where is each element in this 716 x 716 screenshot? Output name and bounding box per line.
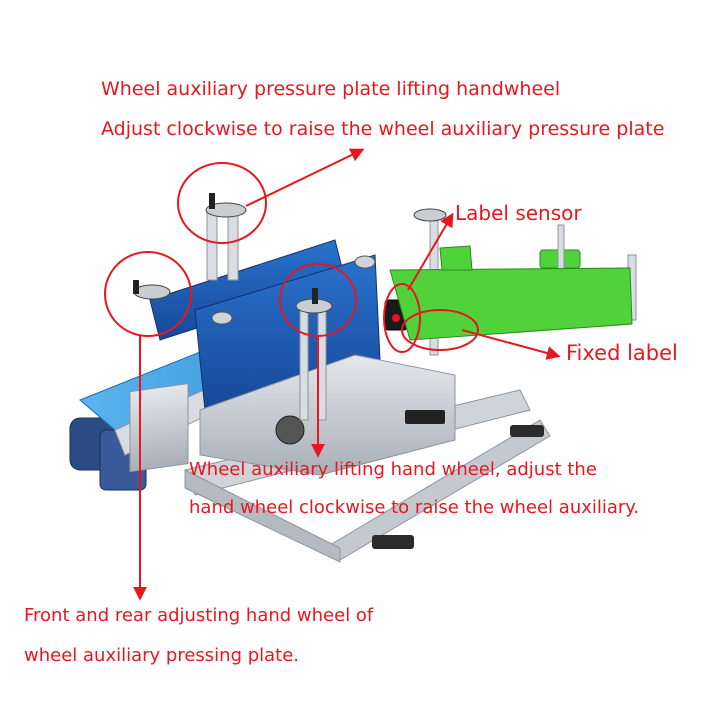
pressure-plate-desc: Adjust clockwise to raise the wheel auxi… — [101, 118, 665, 140]
handwheel-icon — [205, 193, 247, 218]
handwheel-icon — [133, 280, 171, 300]
cooling-fan — [275, 415, 305, 445]
callout-arrows — [133, 148, 561, 601]
main-cabinet — [199, 354, 456, 476]
cabinet-handle — [405, 410, 445, 424]
label-sensor-caption: Label sensor — [455, 201, 582, 225]
lifting-wheel-caption-2: hand wheel clockwise to raise the wheel … — [189, 497, 640, 518]
fixed-label-caption: Fixed label — [566, 341, 678, 365]
label-strip — [389, 245, 633, 341]
pressure-plate-title: Wheel auxiliary pressure plate lifting h… — [101, 78, 561, 100]
front-rear-caption-1: Front and rear adjusting hand wheel of — [24, 605, 374, 626]
lifting-wheel-caption-1: Wheel auxiliary lifting hand wheel, adju… — [189, 459, 597, 480]
rubber-foot — [372, 535, 414, 549]
rubber-foot — [510, 425, 544, 437]
handwheel-icon — [295, 288, 333, 314]
front-rear-caption-2: wheel auxiliary pressing plate. — [24, 645, 300, 666]
handwheel-icon — [413, 208, 447, 222]
